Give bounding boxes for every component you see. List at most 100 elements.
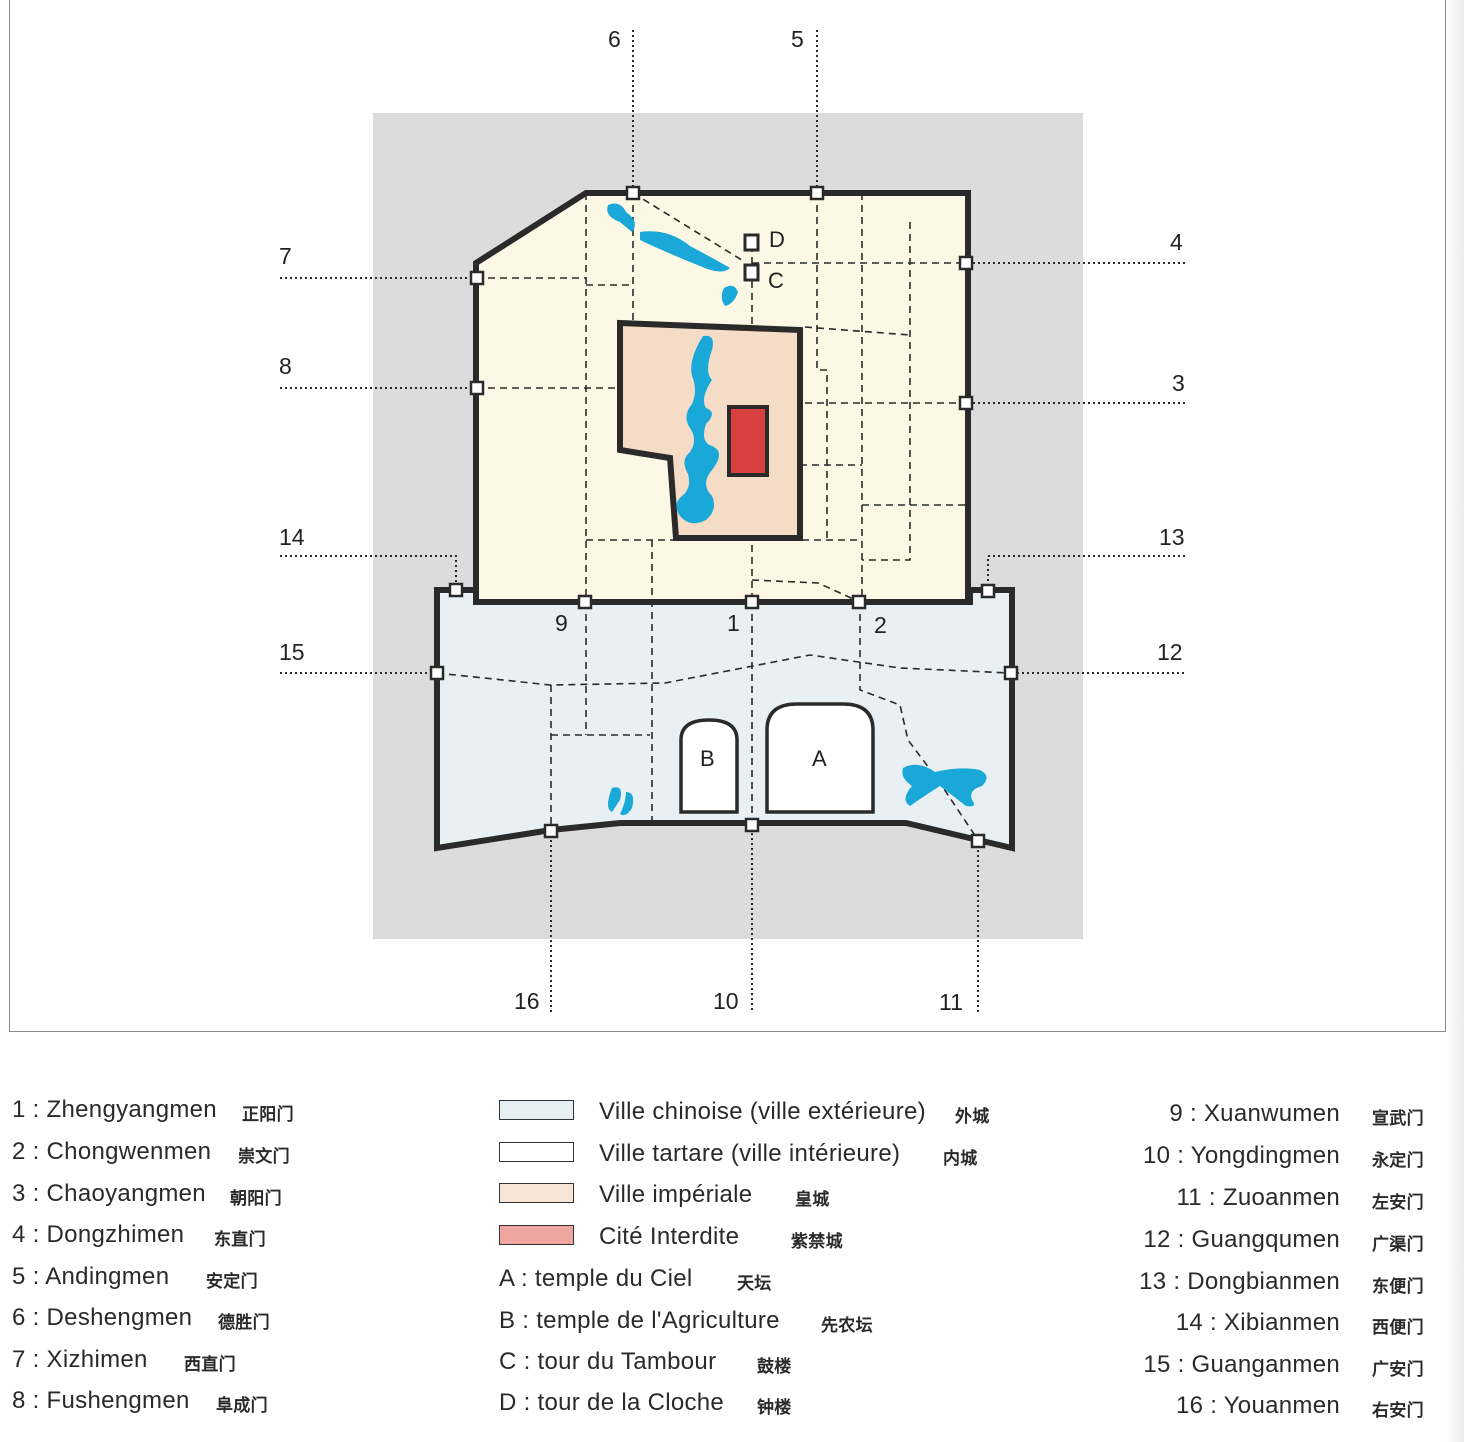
temple-a-label: A <box>812 746 827 771</box>
legend-place-d-chinese: 钟楼 <box>757 1398 792 1418</box>
gate-3-marker <box>958 395 974 411</box>
legend-gate-8-chinese: 阜成门 <box>216 1396 268 1416</box>
legend-place-b: B : temple de l'Agriculture 先农坛 <box>499 1307 873 1336</box>
swatch-forbidden-city <box>499 1225 574 1245</box>
gate-markers <box>429 185 1019 849</box>
legend-gate-6-label: 6 : Deshengmen <box>12 1304 193 1331</box>
legend-gate-5-label: 5 : Andingmen <box>12 1263 170 1290</box>
legend-zone-inner-city-label: Ville tartare (ville intérieure) <box>599 1140 901 1167</box>
legend-gate-13-label: 13 : Dongbianmen <box>1139 1268 1340 1295</box>
legend-gate-11-label: 11 : Zuoanmen <box>1176 1184 1340 1211</box>
legend-gate-10-chinese: 永定门 <box>1372 1151 1424 1171</box>
legend-place-b-chinese: 先农坛 <box>821 1316 873 1336</box>
gate-number-15: 15 <box>279 639 305 665</box>
gate-number-6: 6 <box>608 26 621 52</box>
legend-gate-4-chinese: 东直门 <box>214 1230 266 1250</box>
legend-zone-forbidden-city-label: Cité Interdite <box>599 1223 740 1250</box>
legend-gate-11-chinese: 左安门 <box>1372 1193 1424 1213</box>
gate-number-10: 10 <box>713 988 739 1014</box>
legend-zone-inner-city: Ville tartare (ville intérieure) 内城 <box>599 1140 977 1169</box>
legend-gate-16-label: 16 : Youanmen <box>1175 1392 1340 1419</box>
gate-13-marker <box>980 583 996 599</box>
legend-gate-10-label: 10 : Yongdingmen <box>1143 1142 1340 1169</box>
legend-zone-outer-city: Ville chinoise (ville extérieure) 外城 <box>599 1098 989 1127</box>
legend-gate-8-label: 8 : Fushengmen <box>12 1387 190 1414</box>
imperial-city-area <box>617 319 803 541</box>
gate-number-16: 16 <box>514 988 540 1014</box>
gate-number-13: 13 <box>1159 524 1185 550</box>
legend-zone-forbidden-city-chinese: 紫禁城 <box>791 1232 843 1252</box>
legend-gate-2-chinese: 崇文门 <box>238 1147 290 1167</box>
gate-number-2: 2 <box>874 612 887 638</box>
legend-gate-3: 3 : Chaoyangmen 朝阳门 <box>12 1180 282 1209</box>
gate-16-marker <box>543 823 559 839</box>
legend-gate-9: 9 : Xuanwumen <box>1169 1100 1340 1128</box>
legend-gate-9-label: 9 : Xuanwumen <box>1169 1100 1340 1127</box>
gate-leader-lines <box>280 30 1185 1012</box>
legend-place-a: A : temple du Ciel 天坛 <box>499 1265 771 1294</box>
legend-place-a-chinese: 天坛 <box>737 1274 772 1294</box>
legend-gate-4: 4 : Dongzhimen 东直门 <box>12 1221 266 1250</box>
gate-8-marker <box>469 380 485 396</box>
legend-place-c-chinese: 鼓楼 <box>757 1357 792 1377</box>
legend-gate-3-label: 3 : Chaoyangmen <box>12 1180 206 1207</box>
legend-zone-imperial-city-label: Ville impériale <box>599 1181 753 1208</box>
legend-gate-4-label: 4 : Dongzhimen <box>12 1221 185 1248</box>
gate-7-marker <box>469 270 485 286</box>
gate-9-marker <box>577 594 593 610</box>
gate-number-3: 3 <box>1172 370 1185 396</box>
legend-gate-14-label: 14 : Xibianmen <box>1175 1309 1340 1336</box>
legend-gate-2: 2 : Chongwenmen 崇文门 <box>12 1138 290 1167</box>
legend-gate-12-label: 12 : Guangqumen <box>1143 1226 1340 1253</box>
gate-14-marker <box>448 582 464 598</box>
legend-place-a-label: A : temple du Ciel <box>499 1265 693 1292</box>
legend-gate-15-label: 15 : Guanganmen <box>1143 1351 1340 1378</box>
legend-gate-1-label: 1 : Zhengyangmen <box>12 1096 217 1123</box>
gate-number-5: 5 <box>791 26 804 52</box>
legend-gate-12-chinese: 广渠门 <box>1372 1235 1424 1255</box>
beijing-city-map: B A D C 6 5 <box>279 26 1185 1015</box>
gate-5-marker <box>809 185 825 201</box>
legend-gate-8: 8 : Fushengmen 阜成门 <box>12 1387 268 1416</box>
gate-number-8: 8 <box>279 353 292 379</box>
swatch-outer-city <box>499 1100 574 1120</box>
gate-1-marker <box>744 594 760 610</box>
legend-gate-6: 6 : Deshengmen 德胜门 <box>12 1304 270 1333</box>
legend-gate-14: 14 : Xibianmen <box>1176 1309 1340 1337</box>
legend-gate-16: 16 : Youanmen <box>1176 1392 1340 1420</box>
legend-zone-outer-city-label: Ville chinoise (ville extérieure) <box>599 1098 926 1125</box>
temple-of-agriculture-shape <box>679 718 739 814</box>
legend-gate-12: 12 : Guangqumen <box>1143 1226 1340 1254</box>
swatch-inner-city <box>499 1142 574 1162</box>
legend-place-d-label: D : tour de la Cloche <box>499 1389 725 1416</box>
legend-gate-13: 13 : Dongbianmen <box>1139 1268 1340 1296</box>
gate-10-marker <box>744 817 760 833</box>
temple-of-heaven-shape <box>765 702 875 814</box>
legend-gate-10: 10 : Yongdingmen <box>1143 1142 1340 1170</box>
gate-number-7: 7 <box>279 243 292 269</box>
drum-tower-label: C <box>768 268 784 293</box>
gate-number-1: 1 <box>727 610 740 636</box>
legend-gate-11: 11 : Zuoanmen <box>1176 1184 1340 1212</box>
gate-12-marker <box>1003 665 1019 681</box>
legend-place-b-label: B : temple de l'Agriculture <box>499 1307 780 1334</box>
legend-zone-imperial-city: Ville impériale 皇城 <box>599 1181 829 1210</box>
swatch-imperial-city <box>499 1183 574 1203</box>
legend-gate-9-chinese: 宣武门 <box>1372 1109 1424 1129</box>
legend-gate-6-chinese: 德胜门 <box>218 1313 270 1333</box>
legend-gate-5-chinese: 安定门 <box>206 1272 258 1292</box>
legend-gate-7-label: 7 : Xizhimen <box>12 1346 148 1373</box>
gate-number-12: 12 <box>1157 639 1183 665</box>
gate-15-marker <box>429 665 445 681</box>
gate-6-marker <box>625 185 641 201</box>
legend-zone-inner-city-chinese: 内城 <box>943 1149 978 1169</box>
lakes-and-canals <box>607 203 987 816</box>
page-gutter-shadow <box>1446 0 1464 1442</box>
gate-4-marker <box>958 255 974 271</box>
forbidden-city-area <box>727 405 769 477</box>
drum-tower-marker <box>743 263 760 282</box>
legend-gate-2-label: 2 : Chongwenmen <box>12 1138 212 1165</box>
legend-gate-13-chinese: 东便门 <box>1372 1277 1424 1297</box>
legend-zone-forbidden-city: Cité Interdite 紫禁城 <box>599 1223 843 1252</box>
gate-number-9: 9 <box>555 610 568 636</box>
